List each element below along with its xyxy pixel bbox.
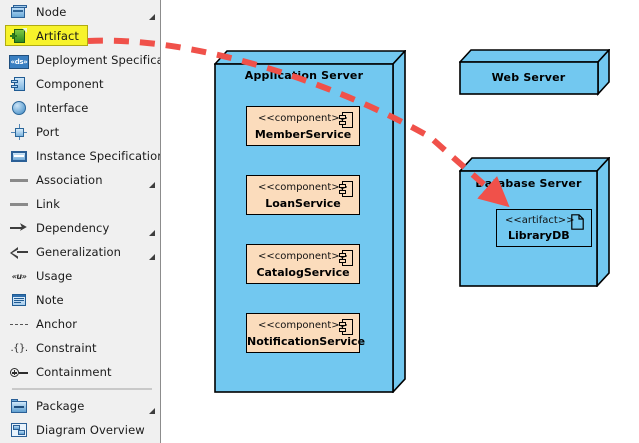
palette-item-dependency[interactable]: Dependency: [0, 216, 160, 240]
palette-item-constraint[interactable]: .{}. Constraint: [0, 336, 160, 360]
palette-item-containment[interactable]: Containment: [0, 360, 160, 384]
component-loanservice[interactable]: <<component>> LoanService: [246, 175, 360, 215]
palette-item-label: Port: [36, 125, 60, 139]
palette-item-anchor[interactable]: Anchor: [0, 312, 160, 336]
usage-icon: «u»: [11, 271, 27, 281]
palette-expand-arrow-icon[interactable]: [149, 254, 155, 260]
note-icon: [9, 290, 29, 310]
palette-item-component[interactable]: Component: [0, 72, 160, 96]
palette-item-label: Node: [36, 5, 67, 19]
artifact-librarydb-name: LibraryDB: [508, 229, 570, 242]
component-glyph-icon: [339, 112, 353, 128]
component-icon: [9, 74, 29, 94]
palette-expand-arrow-icon[interactable]: [149, 230, 155, 236]
palette-expand-arrow-icon[interactable]: [149, 408, 155, 414]
containment-icon: [9, 362, 29, 382]
association-line-icon: [9, 170, 29, 190]
palette-item-label: Containment: [36, 365, 112, 379]
palette-item-node[interactable]: Node: [0, 0, 160, 24]
component-catalogservice[interactable]: <<component>> CatalogService: [246, 244, 360, 284]
palette-item-label: Deployment Specification: [36, 53, 160, 67]
artifact-icon: [9, 26, 29, 46]
palette-item-label: Constraint: [36, 341, 97, 355]
palette-item-port[interactable]: Port: [0, 120, 160, 144]
palette-item-label: Component: [36, 77, 104, 91]
palette-item-usage[interactable]: «u» Usage: [0, 264, 160, 288]
link-line-icon: [9, 194, 29, 214]
palette-item-package[interactable]: Package: [0, 394, 160, 418]
palette-expand-arrow-icon[interactable]: [149, 14, 155, 20]
artifact-librarydb-stereotype: <<artifact>>: [505, 215, 575, 226]
palette-item-label: Package: [36, 399, 85, 413]
palette-item-label: Anchor: [36, 317, 78, 331]
palette-item-label: Link: [36, 197, 60, 211]
component-glyph-icon: [339, 250, 353, 266]
palette-item-label: Interface: [36, 101, 89, 115]
interface-icon: [9, 98, 29, 118]
component-notificationservice-stereotype: <<component>>: [257, 320, 349, 331]
dependency-arrow-icon: [9, 218, 29, 238]
component-catalogservice-name: CatalogService: [256, 266, 350, 279]
palette-item-generalization[interactable]: Generalization: [0, 240, 160, 264]
component-memberservice[interactable]: <<component>> MemberService: [246, 106, 360, 146]
palette-item-note[interactable]: Note: [0, 288, 160, 312]
package-icon: [9, 396, 29, 416]
component-notificationservice-name: NotificationService: [247, 335, 366, 348]
palette-expand-arrow-icon[interactable]: [149, 182, 155, 188]
application-server-title: Application Server: [244, 69, 364, 82]
palette-item-label: Diagram Overview: [36, 423, 145, 437]
palette-item-label: Usage: [36, 269, 73, 283]
instance-specification-icon: [9, 146, 29, 166]
component-loanservice-name: LoanService: [265, 197, 341, 210]
component-glyph-icon: [339, 319, 353, 335]
node-web-server[interactable]: Web Server: [459, 49, 610, 96]
palette-item-deployment-specification[interactable]: «ds» Deployment Specification: [0, 48, 160, 72]
port-icon: [9, 122, 29, 142]
artifact-librarydb[interactable]: <<artifact>> LibraryDB: [496, 209, 592, 247]
component-glyph-icon: [339, 181, 353, 197]
component-notificationservice[interactable]: <<component>> NotificationService: [246, 313, 366, 353]
component-memberservice-name: MemberService: [254, 128, 352, 141]
palette-item-interface[interactable]: Interface: [0, 96, 160, 120]
deployment-specification-icon: «ds»: [9, 50, 29, 70]
palette-item-label: Dependency: [36, 221, 110, 235]
node-application-server[interactable]: Application Server <<component>> MemberS…: [214, 50, 406, 393]
node-icon: [9, 2, 29, 22]
database-server-title: Database Server: [475, 177, 582, 190]
palette-item-label: Association: [36, 173, 103, 187]
diagram-canvas[interactable]: Application Server <<component>> MemberS…: [161, 0, 639, 443]
node-database-server[interactable]: Database Server <<artifact>> LibraryDB: [459, 157, 610, 287]
web-server-title: Web Server: [491, 71, 566, 84]
palette-item-instance-specification[interactable]: Instance Specification: [0, 144, 161, 168]
component-catalogservice-stereotype: <<component>>: [257, 251, 349, 262]
palette-separator: [12, 388, 152, 390]
palette-item-link[interactable]: Link: [0, 192, 160, 216]
palette-item-artifact[interactable]: Artifact: [0, 24, 160, 48]
palette-item-diagram-overview[interactable]: Diagram Overview: [0, 418, 160, 442]
palette-item-label: Instance Specification: [36, 149, 161, 163]
palette-item-association[interactable]: Association: [0, 168, 160, 192]
palette-item-label: Note: [36, 293, 64, 307]
artifact-document-icon: [571, 214, 584, 230]
diagram-overview-icon: [9, 420, 29, 440]
generalization-arrow-icon: [9, 242, 29, 262]
palette-item-label: Artifact: [36, 29, 80, 43]
constraint-icon: .{}.: [10, 342, 28, 354]
palette-item-label: Generalization: [36, 245, 122, 259]
anchor-line-icon: [9, 314, 29, 334]
